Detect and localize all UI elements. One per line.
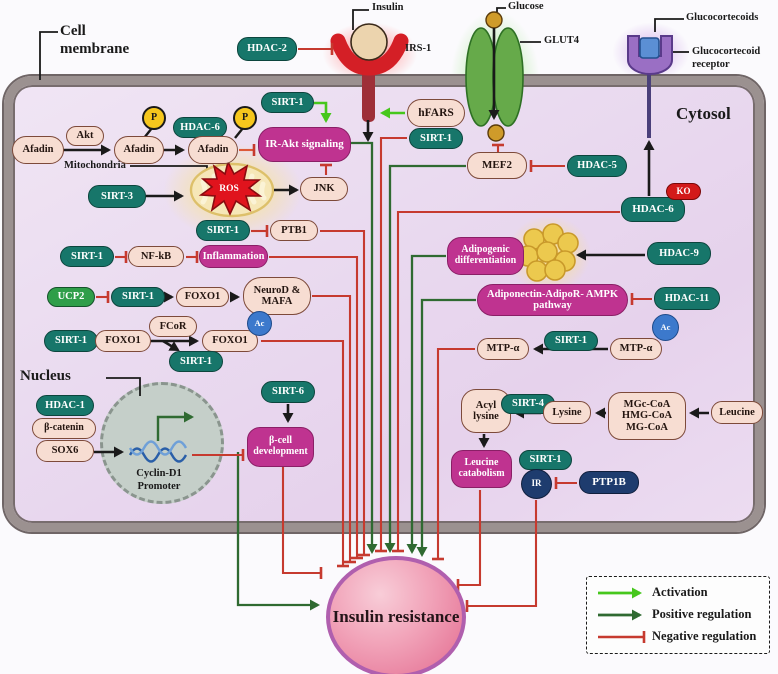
node-fcor: FCoR <box>149 316 197 337</box>
node-sox6: SOX6 <box>36 440 94 462</box>
node-sirt1-irakt: SIRT-1 <box>261 92 314 113</box>
ko-badge: KO <box>666 183 701 200</box>
node-sirt3: SIRT-3 <box>88 185 146 208</box>
mitochondria: ROS <box>189 159 275 218</box>
glucocorticoid-receptor-label: Glucocortecoid receptor <box>692 46 761 71</box>
legend-activation-label: Activation <box>652 585 708 599</box>
node-acyl-lysine: Acyl lysine <box>461 389 511 433</box>
node-beta-cell-development: β-cell development <box>247 427 314 467</box>
node-hdac1: HDAC-1 <box>36 395 94 416</box>
irs1-label: IRS-1 <box>405 43 432 54</box>
node-mef2: MEF2 <box>467 152 527 179</box>
node-sirt1-ptb1: SIRT-1 <box>196 220 250 241</box>
node-hdac9: HDAC-9 <box>647 242 711 265</box>
transcription-arrow <box>156 411 194 441</box>
phospho-badge-1: P <box>142 106 166 130</box>
node-ucp2: UCP2 <box>47 287 95 307</box>
glut4-label: GLUT4 <box>544 35 580 46</box>
node-adipogenic-differentiation: Adipogenic differentiation <box>447 237 524 275</box>
node-adiponectin-pathway: Adiponectin-AdipoR- AMPK pathway <box>477 284 628 316</box>
node-sirt1-hfars: SIRT-1 <box>409 128 463 149</box>
glut4-transporter <box>465 11 524 142</box>
dna-helix <box>128 411 194 463</box>
node-foxo1-a: FOXO1 <box>176 287 229 307</box>
insulin-resistance-node: Insulin resistance <box>326 556 466 674</box>
node-hdac11: HDAC-11 <box>654 287 720 310</box>
node-coa-box: MGc-CoA HMG-CoA MG-CoA <box>608 392 686 440</box>
node-nfkb: NF-kB <box>128 246 184 267</box>
node-sirt1-foxo: SIRT-1 <box>111 287 165 307</box>
node-mtp-alpha-left: MTP-α <box>477 338 529 360</box>
mitochondria-label: Mitochondria <box>64 160 126 171</box>
cell-membrane-label: Cell membrane <box>60 23 130 57</box>
nucleus-region <box>100 382 224 504</box>
coa-line-2: HMG-CoA <box>621 410 673 422</box>
node-beta-catenin: β-catenin <box>32 418 96 439</box>
node-sirt1-chain: SIRT-1 <box>44 330 98 352</box>
node-ir-akt-signaling: IR-Akt signaling <box>258 127 351 162</box>
acetyl-badge-1: Ac <box>247 311 272 336</box>
coa-line-3: MG-CoA <box>626 421 668 433</box>
node-sirt1-nfkb: SIRT-1 <box>60 246 114 267</box>
node-afadin-2: Afadin <box>114 136 164 164</box>
node-foxo1-c: FOXO1 <box>202 330 258 352</box>
node-ptp1b: PTP1B <box>579 471 639 494</box>
cyclin-d1-promoter-label: Cyclin-D1 Promoter <box>136 468 182 492</box>
node-hdac2: HDAC-2 <box>237 37 297 61</box>
node-jnk: JNK <box>300 177 348 201</box>
glucocorticoid-receptor <box>627 35 673 196</box>
phospho-badge-2: P <box>233 106 257 130</box>
node-afadin-3: Afadin <box>188 136 238 164</box>
node-lysine: Lysine <box>543 401 591 424</box>
ros-label: ROS <box>219 184 239 194</box>
node-hdac6-left: HDAC-6 <box>173 117 227 138</box>
legend-negative-label: Negative regulation <box>652 629 757 643</box>
legend-glyphs <box>598 587 646 643</box>
node-leucine-catabolism: Leucine catabolism <box>451 450 512 488</box>
node-inflammation: Inflammation <box>199 245 268 268</box>
positive-regulation-lines <box>236 141 476 611</box>
node-hdac6-right: HDAC-6 <box>621 197 685 222</box>
legend-positive-label: Positive regulation <box>652 607 752 621</box>
node-sirt1-mtp: SIRT-1 <box>544 331 598 351</box>
node-leucine: Leucine <box>711 401 763 424</box>
node-ir: IR <box>521 469 552 499</box>
node-hdac5: HDAC-5 <box>567 155 627 177</box>
node-afadin-1: Afadin <box>12 136 64 164</box>
coa-line-1: MGc-CoA <box>623 399 671 410</box>
node-mtp-alpha-right: MTP-α <box>610 338 662 360</box>
glucocorticoids-label: Glucocortecoids <box>686 12 759 23</box>
node-sirt6: SIRT-6 <box>261 381 315 403</box>
negative-regulation-lines <box>96 43 652 612</box>
glucose-label: Glucose <box>508 1 544 12</box>
node-akt: Akt <box>66 126 104 146</box>
insulin-label: Insulin <box>372 2 404 13</box>
node-neurod-mafa: NeuroD & MAFA <box>243 277 311 315</box>
fat-cells <box>517 223 579 282</box>
insulin-receptor <box>330 23 409 142</box>
cytosol-label: Cytosol <box>676 104 731 123</box>
activation-arrows <box>314 101 405 123</box>
node-ptb1: PTB1 <box>270 220 318 241</box>
node-hfars: hFARS <box>407 99 465 127</box>
acetyl-badge-2: Ac <box>652 314 679 341</box>
nucleus-label: Nucleus <box>20 368 71 384</box>
node-sirt1-ir: SIRT-1 <box>519 450 572 470</box>
node-sirt1-branch: SIRT-1 <box>169 351 223 372</box>
node-foxo1-b: FOXO1 <box>95 330 151 352</box>
